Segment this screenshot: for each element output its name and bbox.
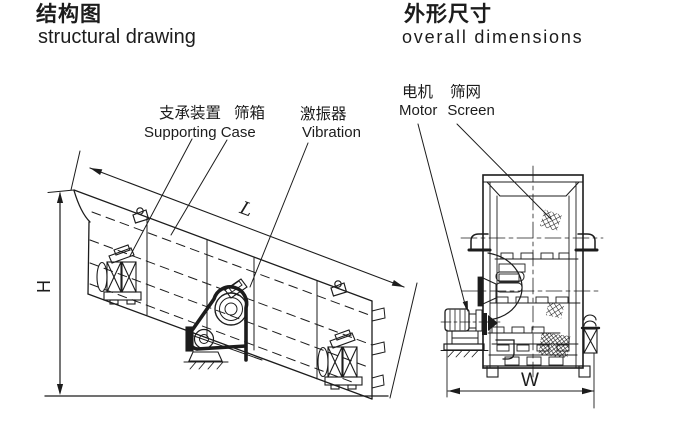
supporting-case-label-en: Supporting Case: [144, 124, 256, 141]
length-dimension: [70, 150, 418, 399]
height-dimension-label: H: [34, 279, 55, 293]
support-spring-right: [317, 329, 363, 390]
structural-title-zh: 结构图: [36, 3, 102, 26]
vibration-exciter: [183, 278, 263, 370]
screen-label-en: Screen: [447, 102, 495, 119]
support-spring-left: [96, 244, 142, 305]
right-side-spring: [580, 314, 601, 354]
overall-title-en: overall dimensions: [402, 27, 584, 47]
callout-motor-screen-zh: 电机 筛网: [402, 84, 482, 101]
motor-label-zh: 电机: [402, 84, 434, 101]
lifting-lugs: [132, 207, 348, 297]
motor-assembly: [440, 308, 515, 360]
suspension-hooks: [467, 233, 599, 252]
motor-label-en: Motor: [399, 102, 438, 119]
screen-box-label-zh: 筛箱: [234, 105, 266, 122]
height-dimension: [44, 189, 389, 397]
structural-title-en: structural drawing: [38, 26, 196, 48]
callout-leader-lines-left: [129, 138, 309, 288]
callout-leader-lines-right: [417, 123, 552, 312]
width-dimension: [446, 329, 595, 409]
belt-guard-curve: [477, 252, 525, 321]
callout-motor-screen-en: Motor Screen: [399, 103, 495, 119]
supporting-device-label-zh: 支承装置: [159, 105, 222, 122]
callout-supporting-screenbox-zh: 支承装置 筛箱: [159, 105, 266, 122]
width-dimension-label: W: [521, 370, 539, 391]
screen-mesh-patches: [538, 209, 571, 358]
vibration-label-en: Vibration: [302, 124, 361, 141]
screen-box-panel-dividers: [146, 217, 318, 380]
vibrator-label-zh: 激振器: [300, 106, 347, 123]
discharge-end-tabs: [371, 307, 386, 389]
screen-label-zh: 筛网: [450, 84, 482, 101]
overall-title-zh: 外形尺寸: [404, 3, 492, 26]
